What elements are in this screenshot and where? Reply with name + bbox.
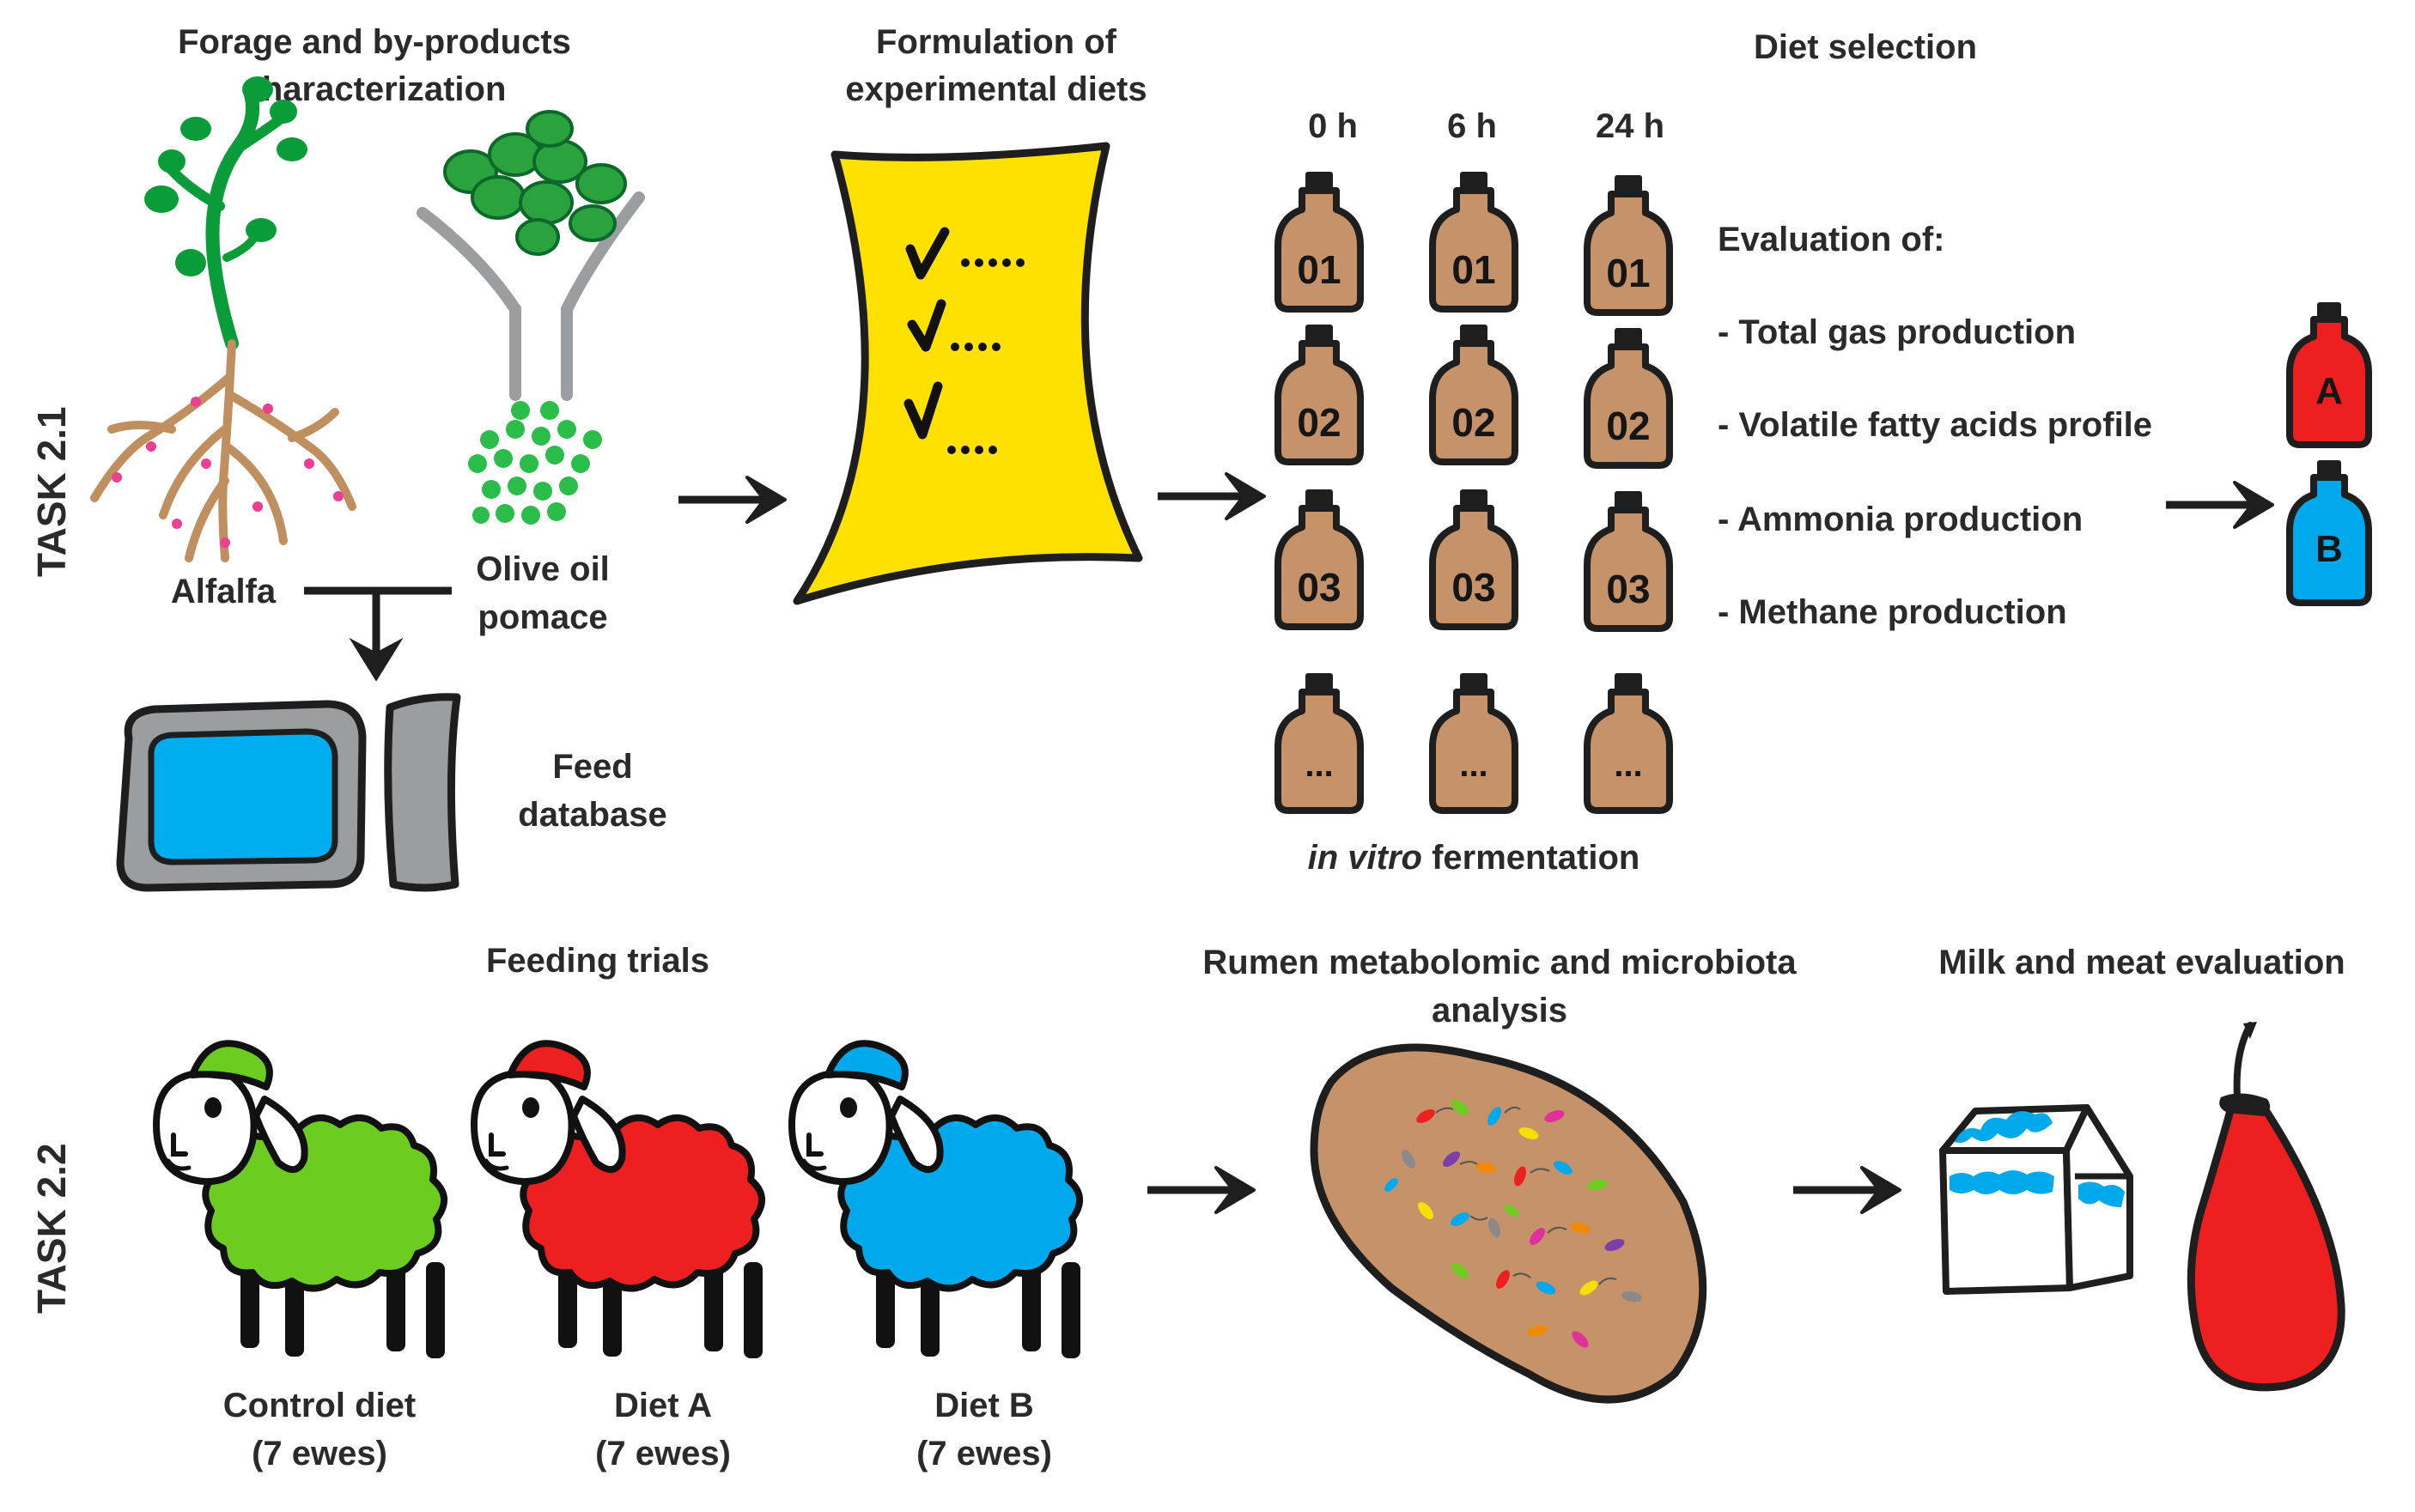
svg-text:...: ... [1614, 746, 1642, 784]
bottle: ... [1587, 673, 1670, 811]
svg-text:01: 01 [1451, 247, 1495, 292]
evaluation-title: Evaluation of: [1718, 221, 1944, 258]
svg-text:02: 02 [1297, 400, 1341, 445]
alfalfa-label: Alfalfa [171, 573, 277, 610]
to-database-arrow [304, 586, 452, 682]
olive-label-line-1: Olive oil [476, 550, 610, 588]
feed-db-label-line-1: Feed [552, 748, 632, 786]
arrow-to-formulation [678, 477, 785, 522]
svg-text:...: ... [1459, 746, 1487, 784]
bottle: 01 [1433, 172, 1515, 309]
rumen-title-line-1: Rumen metabolomic and microbiota [1202, 944, 1797, 981]
bottle: 03 [1278, 489, 1360, 627]
diet-name: Control diet [223, 1387, 416, 1424]
in-vitro-caption: in vitro fermentation [1308, 839, 1640, 877]
diet-count: (7 ewes) [595, 1435, 731, 1473]
meat-leg-icon [2187, 1022, 2345, 1392]
svg-text:...: ... [1305, 746, 1333, 784]
bottle: 02 [1587, 328, 1670, 465]
svg-text:03: 03 [1297, 565, 1341, 610]
arrow-to-milk-meat [1793, 1168, 1900, 1212]
bottle: ... [1278, 673, 1360, 811]
diet-count: (7 ewes) [916, 1435, 1052, 1473]
svg-text:01: 01 [1606, 251, 1650, 295]
svg-text:01: 01 [1297, 247, 1341, 292]
checklist-paper-icon [793, 142, 1143, 605]
svg-text:03: 03 [1606, 567, 1650, 611]
diet-count: (7 ewes) [252, 1435, 387, 1473]
formulation-title-line-2: experimental diets [845, 70, 1147, 108]
sheep-control-icon [156, 1043, 445, 1358]
task-2-1-label: TASK 2.1 [29, 406, 74, 577]
bottle: 02 [1278, 325, 1360, 462]
time-6h: 6 h [1447, 107, 1497, 145]
arrow-to-selection [2166, 483, 2272, 527]
svg-text:02: 02 [1606, 404, 1650, 448]
formulation-title-line-1: Formulation of [876, 23, 1117, 61]
bottle: ... [1433, 673, 1515, 811]
time-24h: 24 h [1596, 107, 1664, 145]
milk-meat-title: Milk and meat evaluation [1938, 944, 2345, 981]
arrow-to-rumen [1147, 1168, 1254, 1212]
svg-text:A: A [2315, 370, 2343, 412]
evaluation-item: - Methane production [1718, 593, 2067, 631]
arrow-to-incubation [1158, 474, 1264, 519]
evaluation-item: - Ammonia production [1718, 501, 2083, 538]
rumen-title-line-2: analysis [1432, 992, 1567, 1029]
evaluation-item: - Volatile fatty acids profile [1718, 406, 2152, 444]
diet-selection-title: Diet selection [1754, 28, 1977, 66]
bottle: 02 [1433, 325, 1515, 462]
sheep-diet-a-icon [474, 1043, 763, 1358]
diet-name: Diet B [934, 1387, 1034, 1424]
forage-title-line-1: Forage and by-products [178, 23, 571, 61]
bottle: 01 [1278, 172, 1360, 309]
selected-bottle-b: B [2286, 460, 2372, 606]
olive-funnel-icon [417, 110, 645, 525]
evaluation-item: - Total gas production [1718, 313, 2076, 351]
computer-icon [116, 693, 461, 892]
milk-carton-icon [1939, 1104, 2133, 1295]
bottle: 03 [1433, 489, 1515, 627]
feed-db-label-line-2: database [518, 796, 666, 834]
alfalfa-plant-icon [90, 76, 356, 562]
bottle: 03 [1587, 491, 1670, 628]
task-2-2-label: TASK 2.2 [29, 1143, 74, 1314]
sheep-diet-b-icon [792, 1043, 1080, 1358]
olive-label-line-2: pomace [478, 598, 607, 636]
svg-text:B: B [2315, 528, 2343, 570]
feeding-trials-title: Feeding trials [486, 942, 709, 980]
bottle: 01 [1587, 175, 1670, 313]
diet-name: Diet A [614, 1387, 712, 1424]
rumen-icon [1310, 1043, 1707, 1404]
selected-bottle-a: A [2286, 302, 2372, 448]
time-0h: 0 h [1308, 107, 1358, 145]
svg-text:03: 03 [1451, 565, 1495, 610]
svg-text:02: 02 [1451, 400, 1495, 445]
